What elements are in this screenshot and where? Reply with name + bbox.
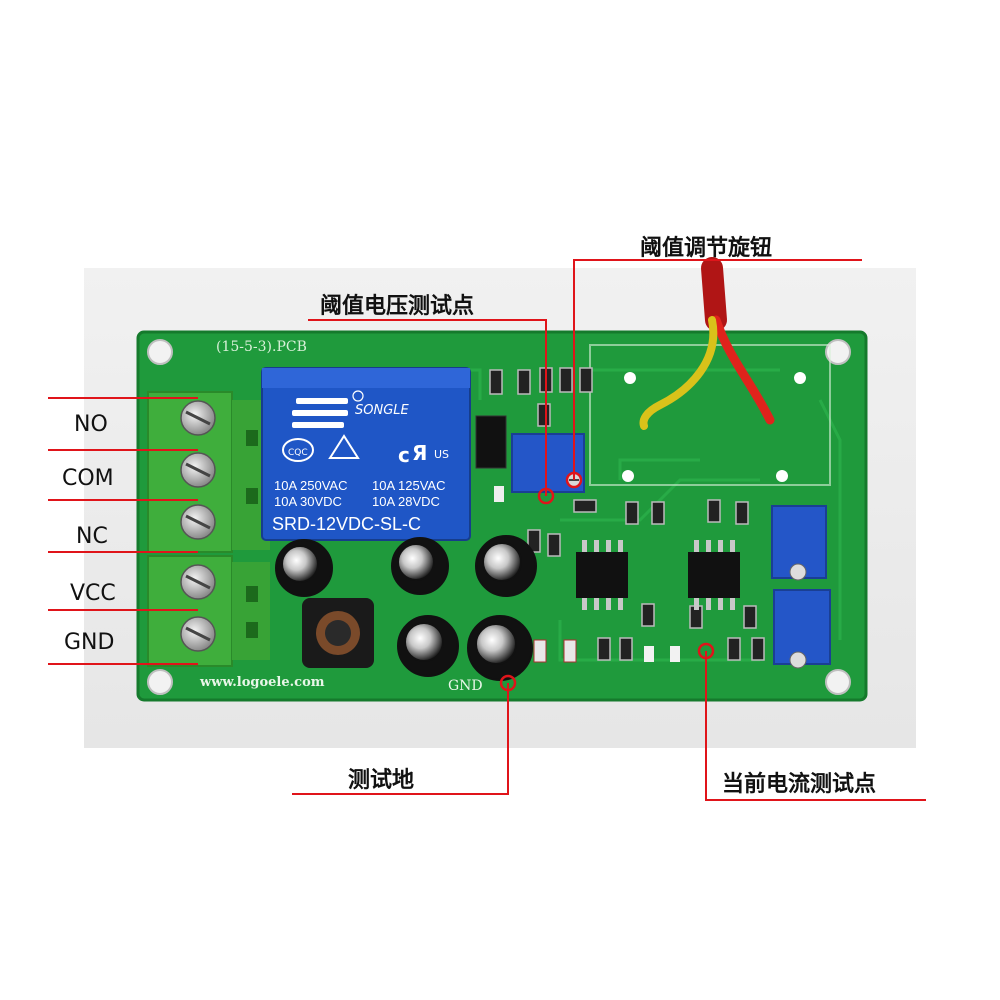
svg-text:c: c [398,443,410,467]
relay-brand: SONGLE [355,403,410,418]
terminal-label-nc: NC [76,524,108,549]
transistor [475,415,507,469]
terminal-label-gnd: GND [64,630,115,655]
relay-rating: 10A 28VDC [372,494,440,509]
smd-led [644,646,654,662]
trimmer-potentiometer [771,505,831,669]
pcb-label: (15-5-3).PCB [216,339,307,355]
diode [563,639,577,663]
smd-led [670,646,680,662]
svg-text:Я: Я [412,441,427,465]
callout-test-ground: 测试地 [348,768,415,793]
electrolytic-capacitor [275,535,537,681]
relay-rating: 10A 250VAC [274,478,347,493]
relay: SONGLE CQC c Я US 10A 250VAC 10A 30VDC 1… [261,367,471,541]
relay-rating: 10A 125VAC [372,478,445,493]
terminal-label-no: NO [74,412,108,437]
diode [533,639,547,663]
sensor-wire [639,257,775,430]
leader-line [48,259,926,801]
pcb-gnd-silk: GND [448,678,483,694]
terminal-label-vcc: VCC [70,581,116,606]
smd-resistor [489,367,765,661]
mounting-hole [147,339,851,695]
callout-current-test-point: 当前电流测试点 [722,772,877,797]
smd-led [494,486,504,502]
relay-model: SRD-12VDC-SL-C [272,514,421,534]
inductor [302,598,374,668]
relay-cert-us: US [434,448,449,461]
pcb-website: www.logoele.com [199,675,325,690]
ic-chip [576,540,740,610]
terminal-label-com: COM [62,466,114,491]
screw-terminal-block [147,391,270,667]
callout-threshold-knob: 阈值调节旋钮 [640,236,773,261]
callout-threshold-voltage-test-point: 阈值电压测试点 [320,294,475,319]
relay-rating: 10A 30VDC [274,494,342,509]
relay-cert-cqc: CQC [288,448,308,458]
